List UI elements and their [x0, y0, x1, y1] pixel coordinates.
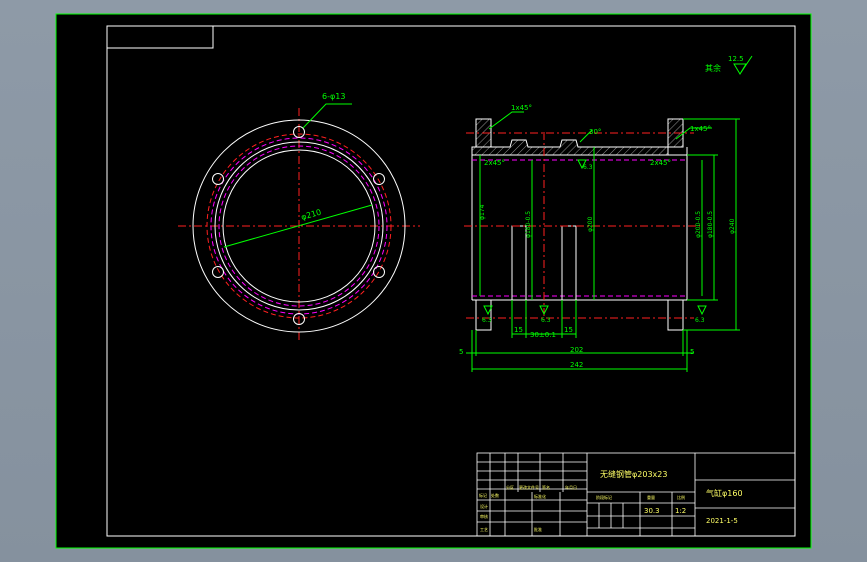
section-view: 1x45° 1x45° 2x45° 2x45° 30° 6.3 φ174 φ18… — [459, 104, 740, 372]
label-date: 年月日 — [565, 484, 577, 490]
chamfer-leader-top-left — [488, 111, 524, 130]
label-process: 工艺 — [480, 527, 488, 532]
label-mark: 标记 — [479, 492, 487, 498]
bore-circle — [222, 149, 376, 303]
label-change-doc: 更改文件号 — [519, 484, 539, 490]
corner-box — [106, 25, 214, 49]
hidden-circle-inner — [218, 145, 380, 307]
dim-30: 30±0.1 — [530, 331, 556, 339]
weight-value: 30.3 — [644, 507, 660, 515]
diameter-leader — [223, 204, 373, 248]
tube-outer-circle — [214, 141, 384, 311]
roughness-general-label: 其余 — [705, 63, 721, 73]
label-signature: 签名 — [542, 484, 550, 490]
roughness-left-icon — [483, 305, 493, 316]
roughness-mid-lower: 6.3 — [541, 317, 551, 324]
roughness-general-value: 12.5 — [728, 55, 744, 63]
groove-right — [561, 225, 577, 301]
dia-outer: φ240 — [729, 218, 736, 234]
chamfer-top-left: 1x45° — [511, 104, 532, 112]
angle-leader — [579, 129, 593, 143]
dia-bore: φ200 — [587, 216, 594, 232]
bolt-hole-bottom-left — [212, 266, 224, 278]
bolt-hole-top-right — [373, 173, 385, 185]
label-design: 设计 — [480, 503, 488, 509]
chamfer-top-right: 1x45° — [690, 125, 711, 133]
label-approve: 批准 — [534, 526, 542, 532]
scale-value: 1:2 — [675, 507, 686, 515]
label-scale: 比例 — [677, 494, 685, 500]
label-weight: 重量 — [647, 494, 655, 500]
hole-callout-leader — [302, 103, 352, 129]
chamfer-leader-top-right — [675, 127, 712, 140]
label-count: 处数 — [491, 492, 499, 498]
roughness-symbol-icon — [733, 55, 753, 75]
drawing-frame — [106, 25, 796, 537]
dim-5-left: 5 — [459, 348, 463, 356]
title-block-frame — [476, 452, 796, 537]
label-zone: 分区 — [506, 484, 514, 490]
dia-r2: φ180-0.5 — [707, 211, 714, 238]
dim-202: 202 — [570, 346, 583, 354]
chamfer-inner-left: 2x45° — [484, 159, 505, 167]
label-stage: 阶段标记 — [596, 494, 612, 500]
bolt-hole-bottom — [293, 313, 305, 325]
drawing-number: 2021-1-5 — [706, 517, 738, 525]
label-review: 审核 — [480, 513, 488, 519]
hole-callout: 6-φ13 — [322, 92, 345, 101]
angle-label: 30° — [589, 128, 601, 136]
dim-5-right: 5 — [690, 348, 694, 356]
flange-outer-circle — [192, 119, 406, 333]
bolt-hole-top — [293, 126, 305, 138]
roughness-right-icon — [697, 305, 707, 316]
dia-groove: φ180-0.5 — [525, 211, 532, 238]
part-name: 气缸φ160 — [706, 488, 743, 498]
front-view: 6-φ13 φ210 — [178, 92, 420, 340]
dia-left: φ174 — [479, 204, 486, 220]
dim-242: 242 — [570, 361, 583, 369]
title-block-text: 无缝钢管φ203x23 气缸φ160 2021-1-5 30.3 1:2 标记 … — [479, 469, 743, 532]
bolt-circle — [206, 133, 392, 319]
bolt-hole-bottom-right — [373, 266, 385, 278]
chamfer-inner-right: 2x45° — [650, 159, 671, 167]
general-roughness: 其余 12.5 — [705, 55, 753, 75]
roughness-top-icon — [577, 159, 587, 170]
title-block — [476, 452, 796, 537]
sheet-background — [55, 13, 812, 549]
drawing-name: 无缝钢管φ203x23 — [600, 469, 667, 479]
roughness-left-lower: 6.3 — [482, 317, 492, 324]
roughness-mid-icon — [539, 305, 549, 316]
dim-15-right: 15 — [564, 326, 573, 334]
label-standard: 标准化 — [534, 493, 546, 499]
bolt-hole-top-left — [212, 173, 224, 185]
dim-15-left: 15 — [514, 326, 523, 334]
roughness-top-value: 6.3 — [583, 164, 593, 171]
roughness-right-lower: 6.3 — [695, 317, 705, 324]
dia-r1: φ200-0.5 — [695, 211, 702, 238]
